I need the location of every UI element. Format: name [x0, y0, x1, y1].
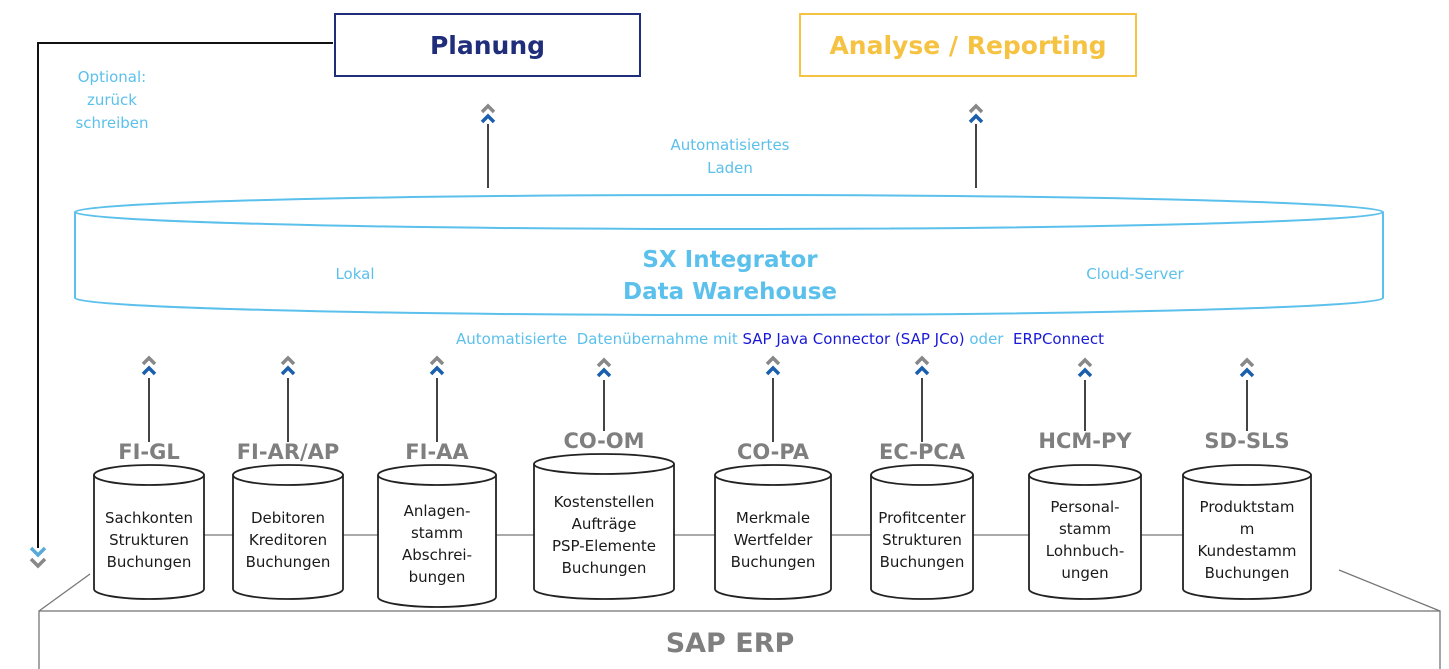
auto-load-note: Automatisiertes Laden [630, 134, 830, 180]
arrow-up-icon [596, 357, 612, 378]
module-graphics [93, 355, 1312, 608]
arrow-up-icon [141, 355, 157, 376]
arrow-up-icon [429, 355, 445, 376]
module-cylinder[interactable] [1028, 464, 1142, 600]
module-description-line: Abschrei- [402, 546, 472, 564]
writeback-note: Optional: zurück schreiben [52, 66, 172, 135]
module-code-label: SD-SLS [1204, 429, 1290, 453]
arrow-up-icon [1077, 357, 1093, 378]
module-description-line: bungen [408, 568, 466, 586]
module-code-label: HCM-PY [1038, 429, 1132, 453]
erpconnect-link[interactable]: ERPConnect [1013, 330, 1104, 348]
module-description-line: PSP-Elemente [551, 536, 657, 555]
module-code-label: FI-AR/AP [236, 440, 340, 464]
module-cylinder[interactable] [232, 464, 344, 600]
module-description-line: Personal- [1050, 498, 1120, 516]
erp-label: SAP ERP [665, 628, 795, 659]
module-description-line: m [1239, 520, 1255, 538]
arrow-up-icon [1239, 357, 1255, 378]
arrow-up-icon [280, 355, 296, 376]
warehouse-title-line1: SX Integrator [642, 247, 818, 273]
module-description-line: Buchungen [245, 553, 331, 571]
module-cylinder[interactable] [93, 464, 205, 600]
warehouse-title: SX Integrator Data Warehouse [580, 244, 880, 308]
module-description-line: stamm [410, 524, 464, 542]
writeback-line3: schreiben [75, 114, 149, 132]
module-description-line: Kostenstellen [553, 492, 655, 511]
module-description-line: Merkmale [735, 509, 811, 527]
auto-load-line2: Laden [707, 159, 753, 177]
module-cylinder[interactable] [377, 464, 497, 608]
module-description-line: Wertfelder [733, 531, 813, 549]
writeback-arrow-icon [29, 546, 47, 569]
writeback-line2: zurück [87, 91, 137, 109]
module-description-line: Profitcenter [878, 509, 966, 527]
module-description-line: Anlagen- [403, 502, 471, 520]
module-description-line: Debitoren [250, 509, 326, 527]
module-description-line: Aufträge [571, 514, 637, 533]
module-description-line: Lohnbuch- [1045, 542, 1125, 560]
module-description-line: Produktstam [1199, 498, 1295, 516]
module-code-label: FI-AA [405, 440, 469, 464]
module-code-label: CO-PA [736, 440, 810, 464]
module-description-line: ungen [1061, 564, 1109, 582]
planung-box[interactable]: Planung [334, 13, 641, 77]
writeback-line [37, 42, 333, 548]
module-code-label: EC-PCA [878, 440, 965, 464]
module-description-line: Strukturen [109, 531, 189, 549]
erp-platform [38, 569, 1441, 669]
analyse-box[interactable]: Analyse / Reporting [799, 13, 1137, 77]
module-cylinder[interactable] [714, 464, 832, 600]
transfer-text-1: Automatisierte Datenübernahme mit [456, 330, 743, 348]
module-description-line: Kundestamm [1197, 542, 1297, 560]
warehouse-left-label: Lokal [335, 265, 375, 283]
arrow-up-icon [765, 355, 781, 376]
module-description-line: Sachkonten [105, 509, 193, 527]
module-description-line: Buchungen [106, 553, 192, 571]
module-description-line: Buchungen [730, 553, 816, 571]
warehouse-title-line2: Data Warehouse [623, 279, 837, 305]
module-description-line: Buchungen [561, 558, 647, 577]
transfer-text-2: oder [964, 330, 1014, 348]
module-code-label: CO-OM [563, 429, 645, 453]
auto-load-line1: Automatisiertes [670, 136, 790, 154]
module-description-line: Buchungen [1204, 564, 1290, 582]
arrow-up-icon [914, 355, 930, 376]
sap-jco-link[interactable]: SAP Java Connector (SAP JCo) [742, 330, 965, 348]
warehouse-right-label: Cloud-Server [1086, 265, 1184, 283]
warehouse-cylinder [74, 194, 1384, 316]
transfer-note: Automatisierte Datenübernahme mit SAP Ja… [300, 328, 1260, 350]
writeback-line1: Optional: [77, 68, 147, 86]
module-code-label: FI-GL [118, 440, 180, 464]
arrow-up-icon [480, 103, 496, 124]
analyse-label: Analyse / Reporting [829, 30, 1107, 60]
module-cylinder[interactable] [1182, 464, 1312, 600]
arrow-up-icon [968, 103, 984, 124]
module-description-line: Kreditoren [248, 531, 328, 549]
module-cylinder[interactable] [533, 453, 675, 600]
module-description-line: Strukturen [882, 531, 962, 549]
module-description-line: stamm [1058, 520, 1112, 538]
planung-label: Planung [429, 30, 546, 60]
module-description-line: Buchungen [879, 553, 965, 571]
module-cylinder[interactable] [870, 464, 974, 600]
